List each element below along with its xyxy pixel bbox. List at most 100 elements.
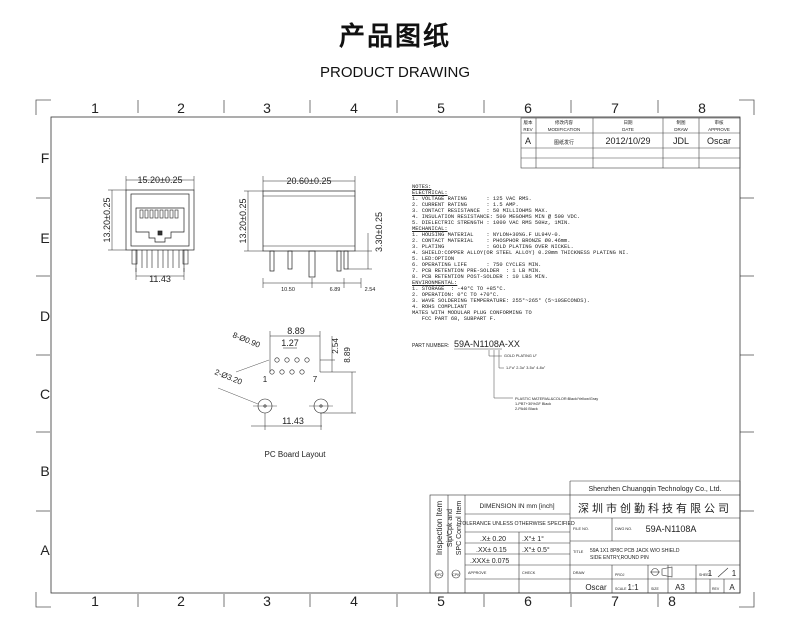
inner-border [50, 116, 741, 594]
svg-text:MODIFICATION: MODIFICATION [548, 127, 580, 132]
dimension-label: DIMENSION IN mm [inch] [479, 503, 554, 510]
note-line: 2. OPERATION: 0°C TO +70°C. [412, 292, 500, 298]
sheet-total: 1 [732, 569, 737, 578]
date-cell: 2012/10/29 [605, 136, 650, 146]
draw-cell: JDL [673, 136, 689, 146]
title-block-text: Shenzhen Chuangqin Technology Co., Ltd. … [435, 486, 737, 592]
svg-text:DATE: DATE [622, 127, 634, 132]
mechanical-title: MECHANICAL: [412, 226, 448, 232]
tol-2: .X°± 1° [522, 535, 544, 543]
page-title-en: PRODUCT DRAWING [320, 64, 470, 81]
col-label: 2 [177, 593, 185, 609]
sip-label: Sip/Cpk and [447, 509, 454, 547]
side-dim-a: 10.50 [281, 287, 295, 293]
svg-text:CHECK: CHECK [522, 571, 536, 575]
pcb-hole-small: 8-Ø0.90 [231, 331, 262, 350]
part-number-callout: PART NUMBER: 59A-N1108A-XX GOLD PLATING … [412, 339, 598, 411]
svg-text:DRAW: DRAW [674, 127, 688, 132]
tol-5: .XXX± 0.075 [470, 558, 509, 565]
col-label: 4 [350, 593, 358, 609]
svg-text:REV: REV [523, 127, 532, 132]
note-line: 7. PCB RETENTION PRE-SOLDER : 1 LB MIN. [412, 268, 542, 274]
svg-text:APPROVE: APPROVE [468, 571, 487, 575]
side-dim-c: 2.54 [365, 287, 376, 293]
svg-text:TITLE: TITLE [573, 550, 584, 554]
front-width-dim: 15.20±0.25 [138, 175, 183, 185]
col-label: 7 [611, 100, 619, 116]
row-label: A [40, 542, 50, 558]
environmental-title: ENVIRONMENTAL: [412, 280, 458, 286]
svg-text:版本: 版本 [524, 119, 533, 126]
note-line: 3. CONTACT RESISTANCE : 50 MILLIOHMS MAX… [412, 208, 548, 214]
svg-text:1-PBT+30%GF Black: 1-PBT+30%GF Black [515, 402, 551, 406]
notes-title: NOTES: [412, 184, 432, 190]
svg-text:PLASTIC MATERIAL&COLOR:Black/Y: PLASTIC MATERIAL&COLOR:Black/Yellow/Gray [515, 397, 598, 401]
note-line: 3. WAVE SOLDERING TEMPERATURE: 255°~265°… [412, 298, 590, 304]
note-line: MATES WITH MODULAR PLUG CONFORMING TO [412, 310, 532, 316]
note-line: 4. SHIELD:COPPER ALLOY(OR STEEL ALLOY) 0… [412, 250, 629, 256]
tol-1: .X± 0.20 [480, 536, 506, 543]
note-line: 2. CURRENT RATING : 1.5 AMP. [412, 202, 519, 208]
pcb-dim-889-v: 8.89 [343, 347, 352, 363]
pcb-pin-1: 1 [263, 375, 268, 384]
electrical-title: ELECTRICAL: [412, 190, 448, 196]
note-line: 5. LED:OPTION [412, 256, 455, 262]
svg-text:1-Fu" 2-3u" 3-5u" 4-8u": 1-Fu" 2-3u" 3-5u" 4-8u" [506, 366, 546, 370]
col-label: 8 [668, 593, 676, 609]
rev-cell: A [525, 136, 531, 146]
inspection-label: Inspection Item [435, 501, 444, 556]
svg-text:REV: REV [712, 587, 720, 591]
row-label: C [40, 386, 50, 402]
side-length-dim: 20.60±0.25 [287, 176, 332, 186]
frame-corners [35, 99, 755, 608]
title-line-1: 59A 1X1 8P8C PCB JACK W/O SHIELD [590, 548, 680, 554]
note-line: 8. PCB RETENTION POST-SOLDER : 10 LBS MI… [412, 274, 548, 280]
row-label: B [40, 463, 49, 479]
approve-cell: Oscar [707, 136, 731, 146]
title-block [429, 480, 741, 594]
note-line: 4. INSULATION RESISTANCE: 500 MEGOHMS MI… [412, 214, 581, 220]
pcb-caption: PC Board Layout [265, 450, 327, 459]
svg-text:DRAW: DRAW [573, 571, 585, 575]
svg-text:SHEET: SHEET [699, 573, 712, 577]
col-label: 3 [263, 593, 271, 609]
frame-ticks [36, 100, 754, 607]
size-value: A3 [675, 583, 685, 592]
svg-text:APPROVE: APPROVE [708, 127, 730, 132]
pcb-hole-big: 2-Ø3.20 [213, 368, 244, 387]
column-labels: 1 2 3 4 5 6 7 8 1 2 3 4 5 6 7 8 [91, 100, 706, 609]
modification-cell: 图纸发行 [554, 139, 574, 146]
svg-text:修改内容: 修改内容 [555, 119, 573, 126]
sheet-value: 1 [708, 569, 713, 578]
rev-value: A [729, 583, 735, 592]
title-line-2: SIDE ENTRY,ROUND PIN [590, 555, 649, 561]
svg-text:2-PA46 Black: 2-PA46 Black [515, 407, 538, 411]
side-right-height: 3.30±0.25 [374, 212, 384, 252]
spc-icon: SPC [435, 573, 443, 577]
side-dim-b: 6.89 [330, 287, 341, 293]
col-label: 5 [437, 100, 445, 116]
cpk-icon: CPK [452, 573, 460, 577]
projection-icon [650, 566, 729, 578]
pcb-layout [217, 331, 356, 430]
tol-3: .XX± 0.15 [476, 547, 507, 554]
svg-text:SIZE: SIZE [651, 587, 659, 591]
side-view [244, 176, 372, 288]
svg-text:PART NUMBER:: PART NUMBER: [412, 343, 449, 349]
pcb-pitch-889: 8.89 [287, 326, 305, 336]
note-line: 1. HOUSING MATERIAL : NYLON+30%G.F UL94V… [412, 232, 561, 238]
col-label: 6 [524, 100, 532, 116]
pcb-dim-254: 2.54 [331, 338, 340, 354]
col-label: 3 [263, 100, 271, 116]
svg-text:制图: 制图 [677, 119, 686, 126]
company-cn: 深圳市创勤科技有限公司 [578, 501, 732, 515]
note-line: 2. CONTACT MATERIAL : PHOSPHOR BRONZE Ø0… [412, 238, 571, 244]
pcb-pin-7: 7 [313, 375, 318, 384]
tolerance-title: TOLERANCE UNLESS OTHERWISE SPECIFIED [459, 521, 575, 527]
company-en: Shenzhen Chuangqin Technology Co., Ltd. [589, 486, 722, 493]
tol-4: .X°± 0.5° [522, 546, 550, 554]
col-label: 8 [698, 100, 706, 116]
col-label: 1 [91, 593, 99, 609]
col-label: 4 [350, 100, 358, 116]
